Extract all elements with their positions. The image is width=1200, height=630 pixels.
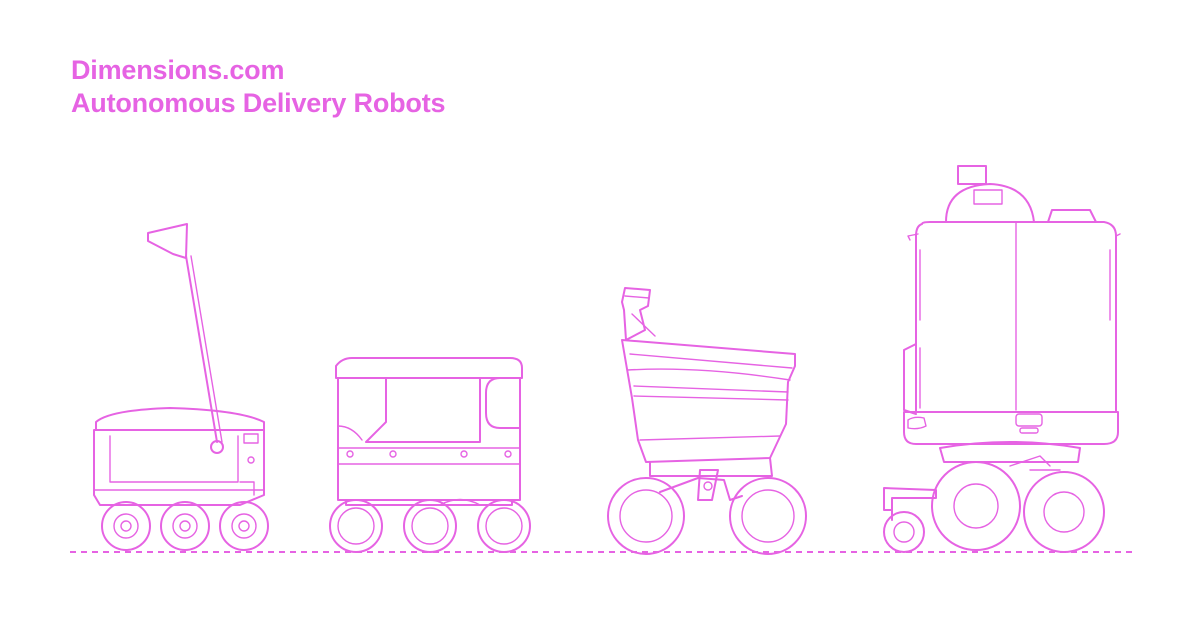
handle xyxy=(621,287,651,341)
body xyxy=(337,377,521,501)
robot-six-wheel-with-flag xyxy=(93,223,269,551)
header: Dimensions.com Autonomous Delivery Robot… xyxy=(71,54,446,120)
robot-basket-cart xyxy=(607,287,807,555)
base xyxy=(903,411,1119,445)
wheel xyxy=(219,501,269,551)
antenna xyxy=(957,165,987,185)
wheel xyxy=(607,477,685,555)
wheel xyxy=(101,501,151,551)
site-title: Dimensions.com xyxy=(71,55,285,85)
wheel xyxy=(729,477,807,555)
flag-pole xyxy=(185,255,218,443)
robot-tall-locker xyxy=(883,165,1121,553)
basket xyxy=(621,339,796,463)
body xyxy=(93,429,265,506)
wheel xyxy=(931,461,1021,551)
caster-wheel xyxy=(883,511,925,553)
flag-icon xyxy=(147,223,188,259)
window-panel xyxy=(365,377,481,443)
wheel xyxy=(403,499,457,553)
sensor-dome xyxy=(945,183,1035,223)
lid xyxy=(95,407,265,431)
flag-base xyxy=(210,440,224,454)
cabinet xyxy=(915,221,1117,413)
wheel xyxy=(160,501,210,551)
wheel xyxy=(1023,471,1105,553)
caster-arm xyxy=(883,487,937,511)
page-title: Autonomous Delivery Robots xyxy=(71,88,446,118)
lid xyxy=(335,357,523,379)
side-light xyxy=(485,377,521,429)
robot-box-cooler xyxy=(329,357,531,553)
